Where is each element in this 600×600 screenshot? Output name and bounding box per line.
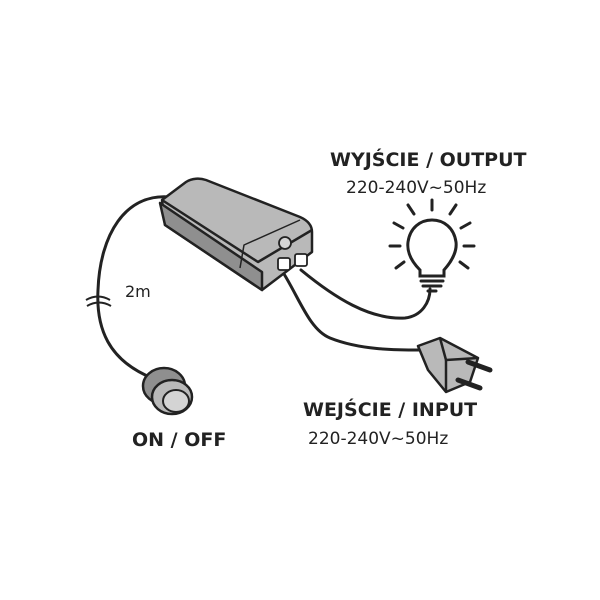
output-title: WYJŚCIE / OUTPUT — [330, 149, 527, 171]
output-cable — [299, 268, 432, 320]
touch-switch-icon — [141, 366, 194, 416]
switch-label: ON / OFF — [132, 429, 227, 451]
switch-cable — [96, 195, 172, 380]
input-cable — [282, 272, 422, 352]
light-bulb-icon — [388, 198, 476, 293]
power-plug-icon — [416, 336, 493, 394]
input-voltage: 220-240V~50Hz — [308, 429, 449, 449]
output-voltage: 220-240V~50Hz — [346, 178, 487, 198]
power-supply-icon — [158, 177, 314, 292]
cable-break-mark — [85, 295, 112, 307]
cable-length-label: 2m — [125, 282, 151, 301]
input-title: WEJŚCIE / INPUT — [303, 399, 478, 421]
